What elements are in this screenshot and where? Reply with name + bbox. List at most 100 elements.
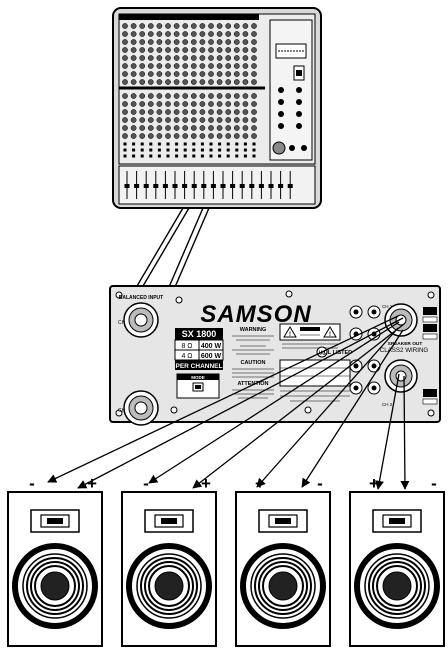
mixer-button[interactable] (140, 148, 144, 152)
mixer-knob[interactable] (216, 117, 223, 123)
mixer-knob[interactable] (216, 71, 223, 77)
mixer-knob[interactable] (216, 133, 223, 139)
mixer-knob[interactable] (147, 31, 154, 37)
mixer-knob[interactable] (199, 117, 206, 123)
mixer-knob[interactable] (122, 55, 128, 61)
mixer-knob[interactable] (139, 63, 146, 69)
mixer-knob[interactable] (225, 79, 232, 85)
mixer-knob[interactable] (225, 71, 232, 77)
mixer-button[interactable] (252, 142, 256, 146)
mixer-knob[interactable] (199, 63, 206, 69)
mixer-button[interactable] (175, 154, 179, 158)
fader-knob[interactable] (249, 184, 255, 188)
mixer-button[interactable] (166, 154, 170, 158)
mixer-knob[interactable] (251, 31, 257, 37)
mixer-knob[interactable] (130, 55, 137, 61)
mixer-button[interactable] (132, 148, 136, 152)
mixer-knob[interactable] (165, 117, 171, 123)
mixer-knob[interactable] (190, 93, 197, 99)
mixer-knob[interactable] (242, 109, 249, 115)
mixer-knob[interactable] (251, 63, 257, 69)
mixer-knob[interactable] (242, 71, 249, 77)
mixer-knob[interactable] (173, 125, 180, 131)
mixer-knob[interactable] (225, 23, 232, 29)
mixer-button[interactable] (243, 142, 247, 146)
mixer-button[interactable] (123, 148, 127, 152)
mixer-button[interactable] (132, 142, 136, 146)
mixer-knob[interactable] (199, 79, 206, 85)
mixer-knob[interactable] (199, 133, 206, 139)
mixer-button[interactable] (218, 154, 222, 158)
mixer-knob[interactable] (182, 109, 189, 115)
mixer-knob[interactable] (251, 39, 257, 45)
mixer-knob[interactable] (173, 79, 180, 85)
mixer-knob[interactable] (139, 133, 146, 139)
mixer-knob[interactable] (242, 93, 249, 99)
mixer-knob[interactable] (199, 55, 206, 61)
fader-knob[interactable] (268, 184, 274, 188)
mixer-button[interactable] (192, 148, 196, 152)
mixer-knob[interactable] (233, 23, 240, 29)
mixer-knob[interactable] (225, 109, 232, 115)
mixer-knob[interactable] (165, 109, 171, 115)
mixer-knob[interactable] (182, 79, 189, 85)
mixer-knob[interactable] (199, 31, 206, 37)
mixer-knob[interactable] (147, 101, 154, 107)
mixer-knob[interactable] (165, 79, 171, 85)
mixer-knob[interactable] (156, 101, 163, 107)
mixer-knob[interactable] (225, 93, 232, 99)
fader-knob[interactable] (153, 184, 159, 188)
mixer-knob[interactable] (147, 125, 154, 131)
mixer-knob[interactable] (165, 125, 171, 131)
mixer-knob[interactable] (130, 93, 137, 99)
mixer-knob[interactable] (199, 93, 206, 99)
mixer-knob[interactable] (122, 47, 128, 53)
mixer-knob[interactable] (242, 101, 249, 107)
mixer-knob[interactable] (122, 93, 128, 99)
mixer-knob[interactable] (190, 101, 197, 107)
mixer-knob[interactable] (165, 93, 171, 99)
mixer-knob[interactable] (165, 71, 171, 77)
mixer-knob[interactable] (130, 39, 137, 45)
mixer-knob[interactable] (242, 63, 249, 69)
mixer-knob[interactable] (242, 47, 249, 53)
mixer-knob[interactable] (165, 23, 171, 29)
mixer-button[interactable] (243, 148, 247, 152)
mixer-knob[interactable] (156, 109, 163, 115)
mixer-knob[interactable] (182, 133, 189, 139)
mixer-knob[interactable] (173, 23, 180, 29)
mixer-knob[interactable] (216, 31, 223, 37)
mixer-knob[interactable] (182, 71, 189, 77)
mixer-knob[interactable] (208, 133, 214, 139)
fader-knob[interactable] (201, 184, 207, 188)
mixer-knob[interactable] (165, 39, 171, 45)
mixer-button[interactable] (140, 142, 144, 146)
mixer-knob[interactable] (251, 125, 257, 131)
mixer-knob[interactable] (130, 125, 137, 131)
mixer-knob[interactable] (190, 79, 197, 85)
mixer-knob[interactable] (122, 125, 128, 131)
mixer-knob[interactable] (182, 117, 189, 123)
mixer-knob[interactable] (208, 39, 214, 45)
mixer-knob[interactable] (156, 63, 163, 69)
mixer-knob[interactable] (147, 23, 154, 29)
mixer-knob[interactable] (225, 47, 232, 53)
mixer-knob[interactable] (233, 71, 240, 77)
mixer-knob[interactable] (130, 133, 137, 139)
mixer-button[interactable] (192, 142, 196, 146)
fader-knob[interactable] (278, 184, 284, 188)
mixer-knob[interactable] (122, 23, 128, 29)
mixer-knob[interactable] (225, 125, 232, 131)
mixer-knob[interactable] (130, 101, 137, 107)
mixer-knob[interactable] (122, 101, 128, 107)
fader-knob[interactable] (162, 184, 168, 188)
mixer-knob[interactable] (190, 117, 197, 123)
mixer-knob[interactable] (156, 71, 163, 77)
mixer-button[interactable] (252, 154, 256, 158)
mixer-knob[interactable] (199, 109, 206, 115)
mixer-knob[interactable] (182, 23, 189, 29)
mixer-button[interactable] (235, 142, 239, 146)
mixer-button[interactable] (226, 142, 230, 146)
mixer-knob[interactable] (242, 39, 249, 45)
mixer-knob[interactable] (130, 79, 137, 85)
